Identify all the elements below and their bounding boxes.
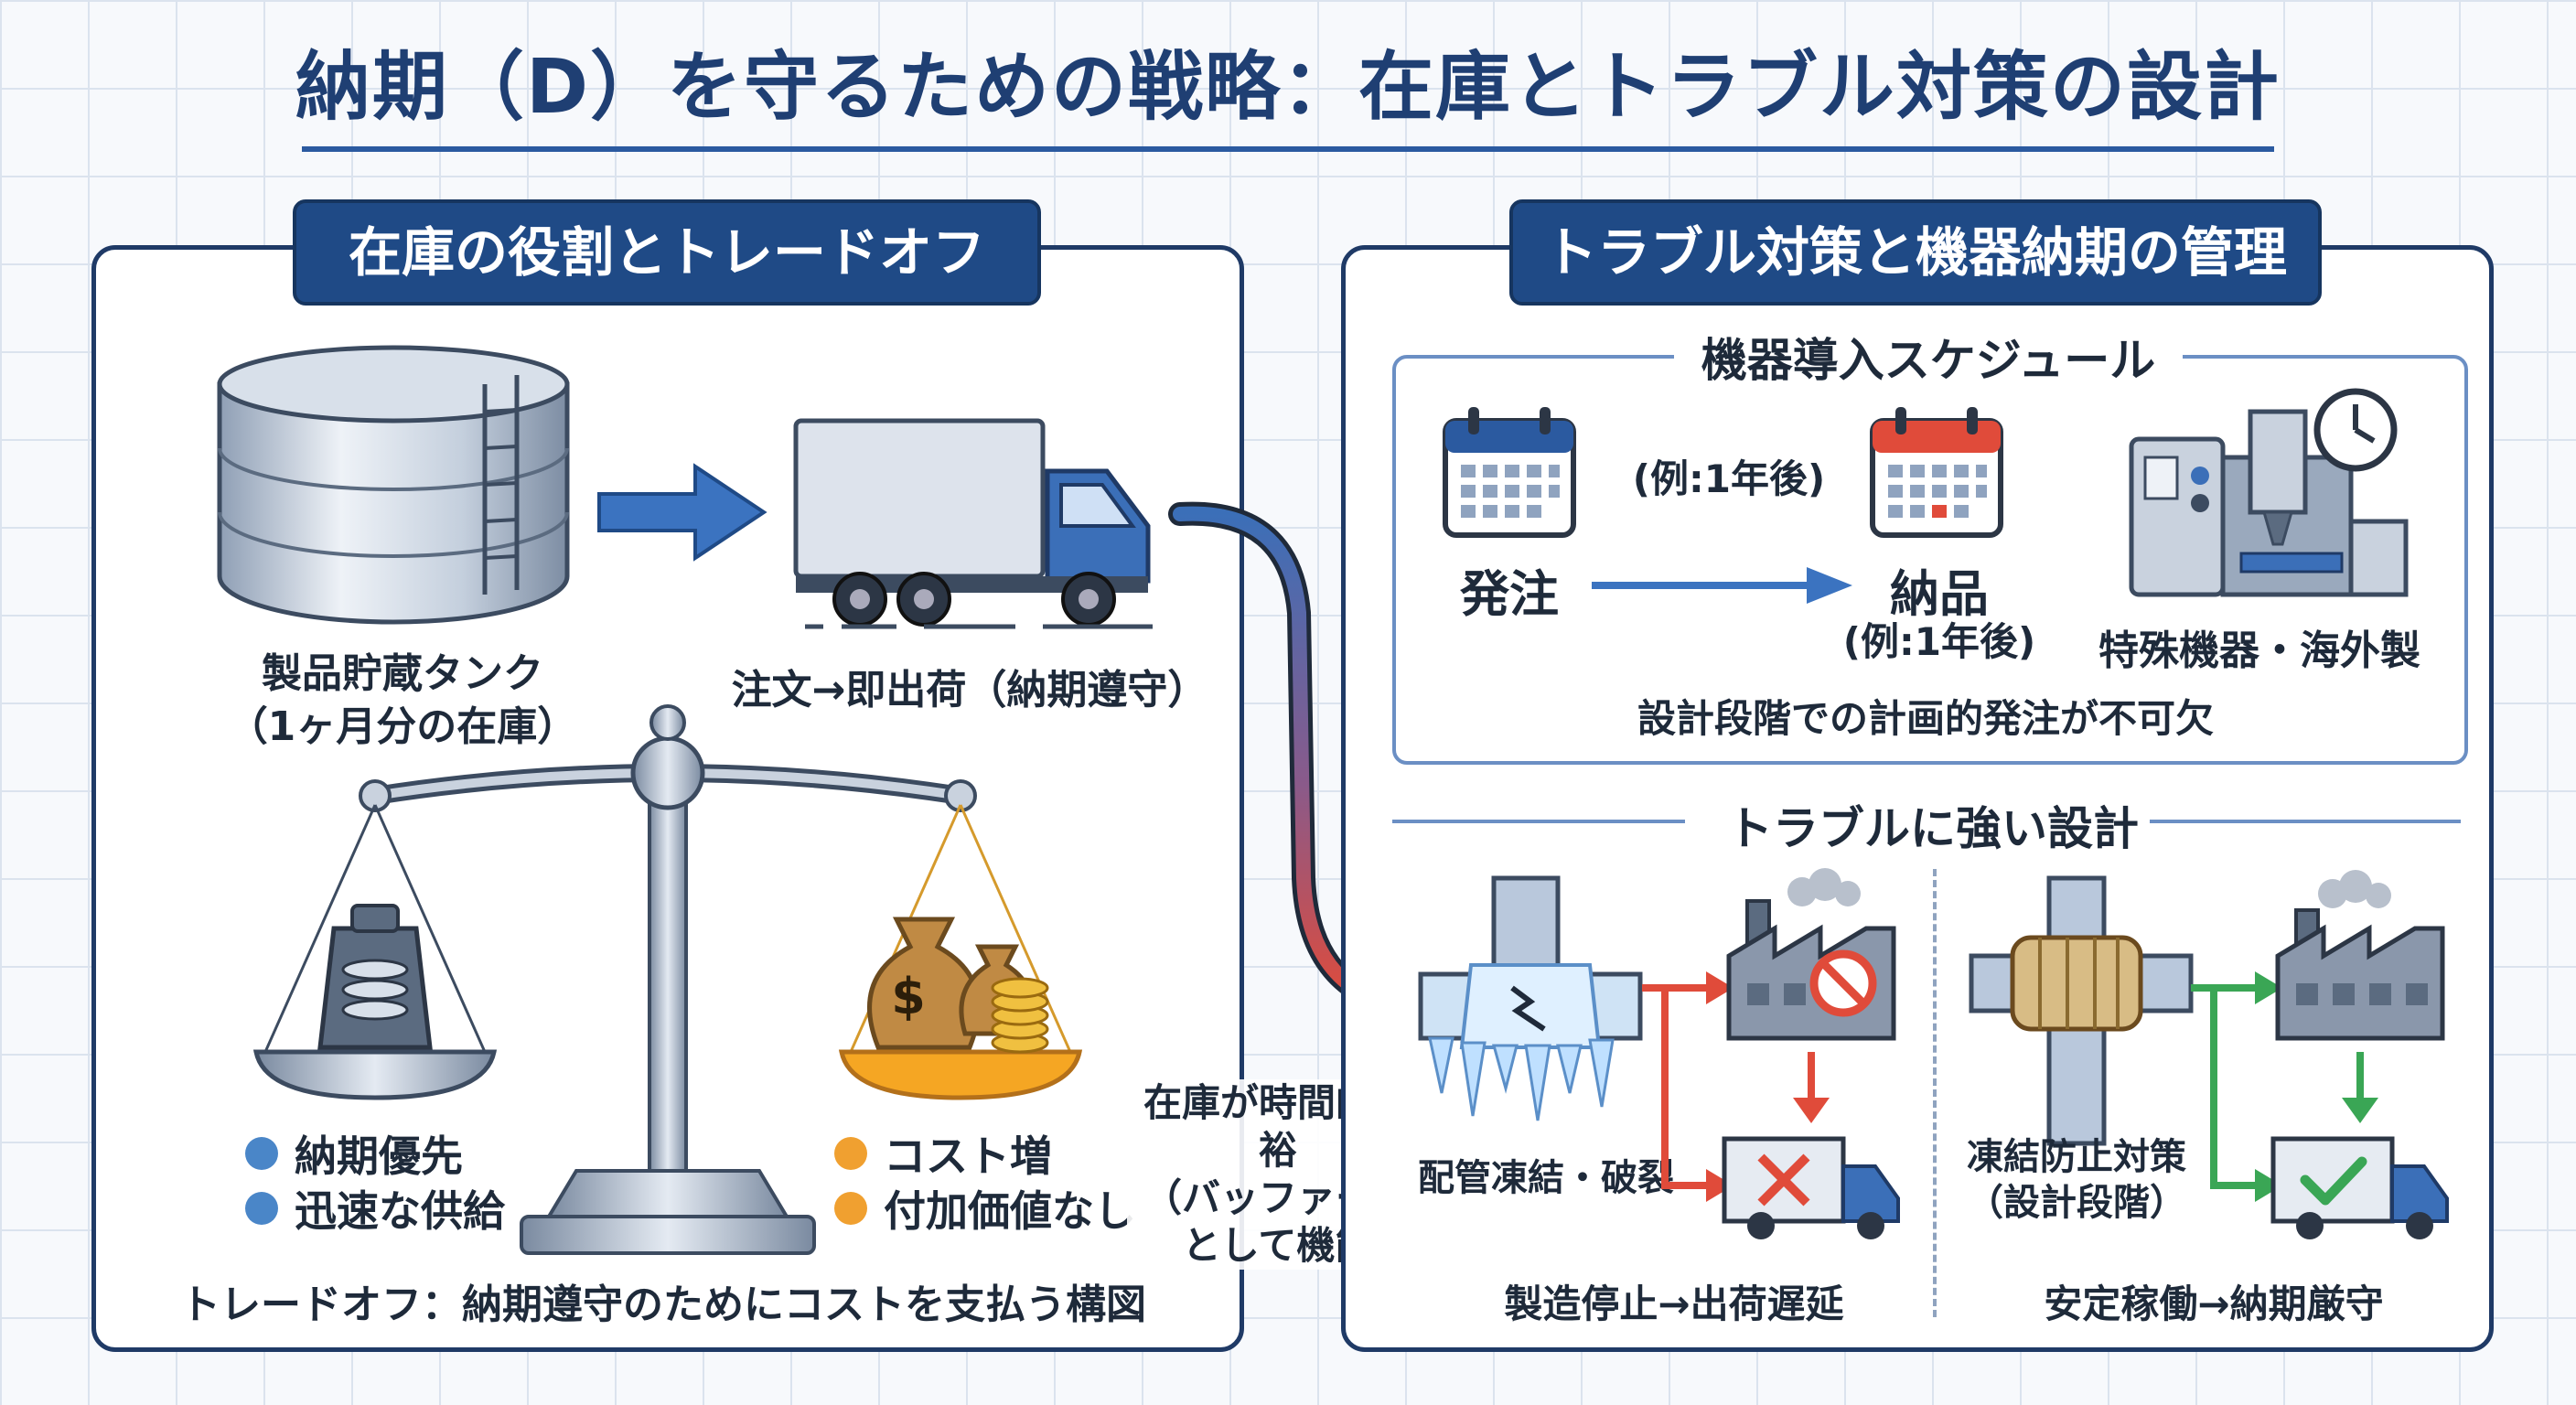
insulated-pipe-icon	[1969, 875, 2194, 1146]
balance-scale-icon	[252, 704, 1083, 1255]
lead-time-bottom: (例:1年後)	[1842, 619, 2036, 664]
legend-text: 付加価値なし	[884, 1186, 1136, 1236]
tank-label-line1: 製品貯蔵タンク	[262, 650, 543, 697]
order-label: 発注	[1460, 565, 1559, 623]
down-arrow-red	[1793, 1052, 1830, 1123]
delivery-truck-icon	[793, 418, 1153, 629]
schedule-note: 設計段階での計画的発注が不可欠	[1637, 696, 2214, 741]
tank-label: 製品貯蔵タンク （1ヶ月分の在庫）	[183, 648, 622, 754]
green-branch-arrow	[2191, 971, 2282, 1202]
robust-heading: トラブルに強い設計	[1727, 802, 2139, 855]
frozen-pipe-label: 配管凍結・破裂	[1418, 1157, 1674, 1199]
bad-caption: 製造停止→出荷遅延	[1504, 1282, 1844, 1326]
equipment-label: 特殊機器・海外製	[2098, 627, 2420, 674]
trouble-panel-tag: トラブル対策と機器納期の管理	[1509, 199, 2322, 306]
storage-tank-icon	[217, 345, 570, 625]
antifreeze-label: 凍結防止対策 （設計段階）	[1939, 1134, 2214, 1226]
stopped-factory-icon	[1726, 868, 1896, 1041]
blue-dot-icon	[245, 1137, 278, 1170]
calendar-icon-delivery	[1870, 407, 2003, 538]
good-caption: 安定稼働→納期厳守	[2044, 1282, 2384, 1326]
frozen-pipe-icon	[1418, 875, 1643, 1121]
legend-text: 迅速な供給	[295, 1186, 505, 1236]
antifreeze-label-line2: （設計段階）	[1967, 1182, 2186, 1224]
truck-label: 注文→即出荷（納期遵守）	[731, 667, 1208, 713]
legend-no-added-value: 付加価値なし	[834, 1178, 1136, 1239]
antifreeze-label-line1: 凍結防止対策	[1967, 1136, 2186, 1178]
tank-label-line2: （1ヶ月分の在庫）	[227, 703, 578, 750]
delayed-truck-icon	[1722, 1136, 1900, 1239]
schedule-heading: 機器導入スケジュール	[1674, 324, 2183, 390]
orange-dot-icon	[834, 1192, 867, 1225]
ontime-truck-icon	[2270, 1136, 2449, 1239]
red-branch-arrow	[1642, 971, 1733, 1202]
down-arrow-green	[2342, 1052, 2378, 1123]
schedule-arrow	[1592, 567, 1852, 604]
orange-dot-icon	[834, 1137, 867, 1170]
lead-time-top: (例:1年後)	[1632, 456, 1826, 501]
legend-cost-increase: コスト増	[834, 1123, 1052, 1184]
robust-heading-rule-right	[2150, 820, 2461, 823]
running-factory-icon	[2275, 870, 2445, 1041]
robust-divider	[1933, 869, 1937, 1317]
tradeoff-caption: トレードオフ：納期遵守のためにコストを支払う構図	[180, 1282, 1146, 1328]
special-equipment-icon	[2129, 388, 2409, 597]
calendar-icon-order	[1443, 407, 1576, 538]
legend-text: 納期優先	[295, 1132, 463, 1181]
legend-delivery-priority: 納期優先	[245, 1123, 463, 1184]
legend-rapid-supply: 迅速な供給	[245, 1178, 505, 1239]
ship-arrow	[597, 463, 767, 562]
legend-text: コスト増	[884, 1132, 1052, 1181]
page-title: 納期（D）を守るための戦略：在庫とトラブル対策の設計	[295, 44, 2281, 131]
blue-dot-icon	[245, 1192, 278, 1225]
robust-heading-rule-left	[1392, 820, 1685, 823]
delivery-label: 納品	[1890, 565, 1989, 623]
title-underline	[302, 146, 2274, 152]
inventory-panel-tag: 在庫の役割とトレードオフ	[293, 199, 1041, 306]
dollar-sign: $	[891, 968, 926, 1025]
